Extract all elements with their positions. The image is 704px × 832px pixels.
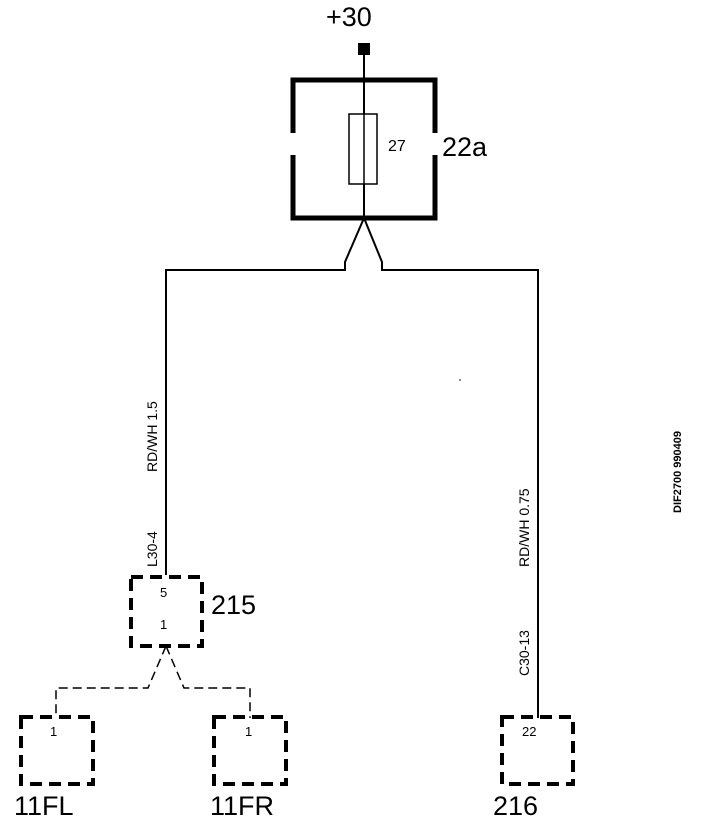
right-wire-spec: RD/WH 0.75 xyxy=(516,488,532,567)
branch-wire-11fr xyxy=(165,645,251,718)
connector-215-pin-bottom: 1 xyxy=(160,617,167,632)
connector-11fr-label: 11FR xyxy=(210,791,274,821)
branch-wire-11fl xyxy=(55,645,167,718)
connector-216 xyxy=(500,715,575,786)
left-wire xyxy=(165,217,365,575)
connector-215-label: 215 xyxy=(211,590,256,620)
right-wire xyxy=(363,217,539,718)
connector-216-pin: 22 xyxy=(522,724,536,739)
fuse-box-label: 22a xyxy=(442,132,488,162)
right-wire-circuit: C30-13 xyxy=(516,630,532,676)
connector-11fr-pin: 1 xyxy=(245,724,252,739)
supply-terminal xyxy=(358,43,370,55)
connector-11fl-pin: 1 xyxy=(50,724,57,739)
connector-215-pin-top: 5 xyxy=(160,585,167,600)
left-wire-circuit: L30-4 xyxy=(144,531,160,567)
drawing-code: DIF2700 990409 xyxy=(672,431,684,513)
connector-11fr xyxy=(212,715,288,786)
fuse-number: 27 xyxy=(388,138,406,155)
left-wire-spec: RD/WH 1.5 xyxy=(144,401,160,472)
connector-11fl-label: 11FL xyxy=(14,791,74,821)
connector-11fl xyxy=(19,715,95,786)
fuse-element xyxy=(348,113,378,185)
supply-label: +30 xyxy=(326,2,372,32)
stray-dot xyxy=(459,379,461,381)
connector-216-label: 216 xyxy=(493,791,538,821)
